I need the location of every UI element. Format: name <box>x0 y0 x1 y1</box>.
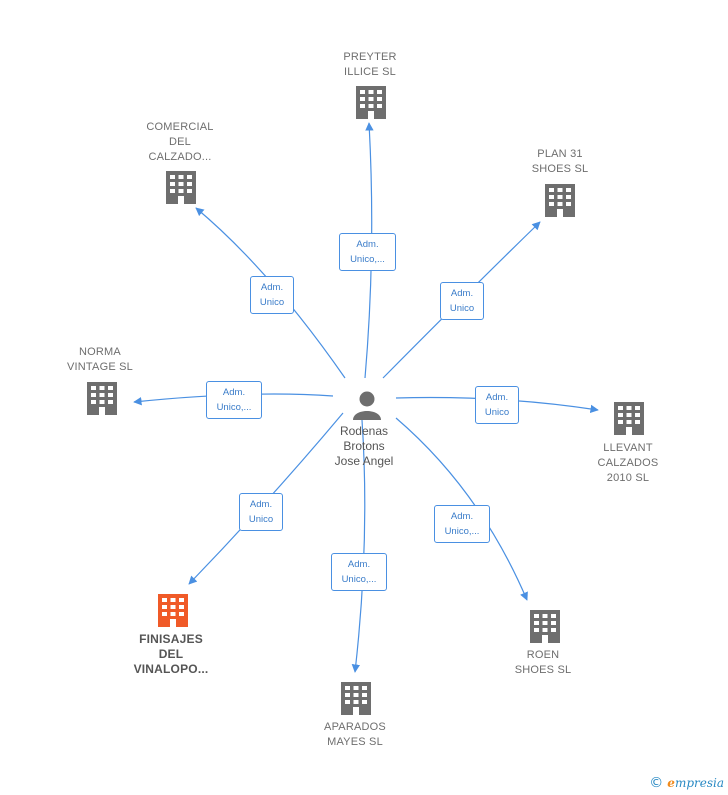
person-icon[interactable] <box>353 391 381 421</box>
building-icon[interactable] <box>341 682 371 715</box>
brand-name: mpresia <box>674 776 724 790</box>
text-line: Unico,... <box>350 254 385 265</box>
role-badge-llevant[interactable]: Adm. Unico <box>475 386 519 424</box>
text-line: Unico <box>484 407 510 418</box>
text-line: LLEVANT <box>603 442 653 454</box>
edge-aparados <box>351 419 366 673</box>
text-line: PREYTER <box>343 51 397 63</box>
text-line: Adm. <box>356 239 379 250</box>
text-line: SHOES SL <box>531 163 589 175</box>
text-line: PLAN 31 <box>537 148 583 160</box>
text-line: Unico <box>449 303 475 314</box>
text-line: Adm. <box>450 288 474 299</box>
role-badge-norma[interactable]: Adm. Unico,... <box>206 381 262 419</box>
company-label-llevant[interactable]: LLEVANT CALZADOS 2010 SL <box>578 441 678 486</box>
role-badge-plan31[interactable]: Adm. Unico <box>440 282 484 320</box>
text-line: NORMA <box>79 346 121 358</box>
role-badge-roen[interactable]: Adm. Unico,... <box>434 505 490 543</box>
text-line: Jose Angel <box>334 454 394 468</box>
text-line: CALZADOS <box>597 457 659 469</box>
company-label-plan31[interactable]: PLAN 31 SHOES SL <box>505 147 615 177</box>
company-label-norma[interactable]: NORMA VINTAGE SL <box>50 345 150 375</box>
building-icon[interactable] <box>166 171 196 204</box>
text-line: Rodenas <box>339 424 389 438</box>
text-line: MAYES SL <box>327 736 383 748</box>
empresia-watermark: ©empresia <box>649 775 724 791</box>
text-line: ROEN <box>526 649 560 661</box>
text-line: Adm. <box>260 282 284 293</box>
company-label-comercial[interactable]: COMERCIAL DEL CALZADO... <box>130 120 230 165</box>
building-icon[interactable] <box>530 610 560 643</box>
text-line: CALZADO... <box>148 151 212 163</box>
role-badge-comercial[interactable]: Adm. Unico <box>250 276 294 314</box>
text-line: Adm. <box>485 392 509 403</box>
building-icon[interactable] <box>545 184 575 217</box>
role-badge-preyter[interactable]: Adm. Unico,... <box>339 233 396 271</box>
text-line: Unico,... <box>444 526 480 537</box>
text-line: Unico <box>248 514 274 525</box>
text-line: VINTAGE SL <box>67 361 133 373</box>
building-icon[interactable] <box>87 382 117 415</box>
text-line: Unico,... <box>216 402 252 413</box>
company-label-preyter[interactable]: PREYTER ILLICE SL <box>310 50 430 80</box>
copyright-icon: © <box>649 775 664 791</box>
text-line: DEL <box>158 647 184 661</box>
text-line: Unico,... <box>341 574 377 585</box>
brand-initial: e <box>667 776 675 790</box>
role-badge-finisajes[interactable]: Adm. Unico <box>239 493 283 531</box>
role-badge-aparados[interactable]: Adm. Unico,... <box>331 553 387 591</box>
text-line: Adm. <box>450 511 474 522</box>
text-line: COMERCIAL <box>146 121 214 133</box>
text-line: Adm. <box>347 559 371 570</box>
text-line: 2010 SL <box>606 472 650 484</box>
building-icon[interactable] <box>614 402 644 435</box>
text-line: DEL <box>169 136 191 148</box>
text-line: Brotons <box>343 439 385 453</box>
text-line: ILLICE SL <box>344 66 396 78</box>
text-line: SHOES SL <box>514 664 572 676</box>
text-line: VINALOPO... <box>133 662 209 676</box>
company-label-aparados[interactable]: APARADOS MAYES SL <box>305 720 405 750</box>
building-icon[interactable] <box>158 594 188 627</box>
text-line: Adm. <box>222 387 246 398</box>
building-icon[interactable] <box>356 86 386 119</box>
text-line: Adm. <box>249 499 273 510</box>
text-line: Unico <box>259 297 285 308</box>
text-line: APARADOS <box>324 721 386 733</box>
edge-roen <box>395 417 528 601</box>
company-label-roen[interactable]: ROEN SHOES SL <box>493 648 593 678</box>
text-line: FINISAJES <box>139 632 203 646</box>
